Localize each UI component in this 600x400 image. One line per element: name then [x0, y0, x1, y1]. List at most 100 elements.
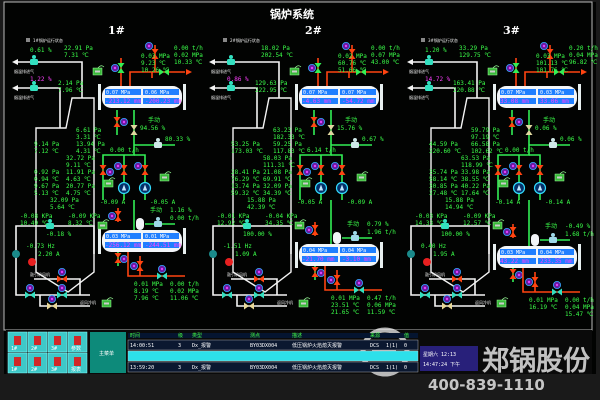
actuator-icon[interactable]	[157, 264, 166, 273]
lower-steam-valve[interactable]	[311, 225, 319, 235]
nav-button[interactable]: 3#	[47, 331, 68, 353]
actuator-icon[interactable]	[528, 161, 537, 170]
lock-button[interactable]	[103, 177, 116, 188]
nav-button[interactable]: 1#	[7, 331, 28, 353]
damper-valve[interactable]	[549, 138, 557, 148]
nav-button[interactable]: 2#	[27, 331, 48, 353]
actuator-icon[interactable]	[120, 118, 129, 127]
main-steam-valve[interactable]	[348, 49, 356, 59]
fan-valve[interactable]	[420, 291, 430, 299]
cooler-valve[interactable]	[244, 302, 254, 310]
fan-icon[interactable]	[209, 250, 217, 258]
steam-valve[interactable]	[314, 63, 322, 73]
pump-icon[interactable]	[138, 181, 152, 195]
actuator-icon[interactable]	[255, 283, 264, 292]
outlet-valve[interactable]	[354, 286, 364, 294]
steam-outlet-valve[interactable]	[159, 68, 169, 76]
actuator-icon[interactable]	[524, 277, 533, 286]
fan-motor-icon[interactable]	[28, 258, 36, 266]
pump-inlet-valve[interactable]	[494, 165, 502, 175]
actuator-icon[interactable]	[311, 161, 320, 170]
lock-button[interactable]	[498, 177, 511, 188]
pump-inlet-valve[interactable]	[515, 165, 523, 175]
actuator-icon[interactable]	[255, 267, 264, 276]
feed-control-valve[interactable]	[130, 125, 138, 135]
actuator-icon[interactable]	[420, 283, 429, 292]
actuator-icon[interactable]	[453, 283, 462, 292]
actuator-icon[interactable]	[25, 283, 34, 292]
nav-button[interactable]: 报表	[67, 352, 88, 374]
actuator-icon[interactable]	[58, 267, 67, 276]
lock-button[interactable]	[97, 219, 110, 230]
pump-icon[interactable]	[117, 181, 131, 195]
lock-button[interactable]	[492, 219, 505, 230]
actuator-icon[interactable]	[515, 270, 524, 279]
actuator-icon[interactable]	[317, 268, 326, 277]
actuator-icon[interactable]	[305, 225, 314, 234]
damper-valve[interactable]	[46, 219, 54, 229]
lock-button[interactable]	[300, 177, 313, 188]
fan-icon[interactable]	[12, 250, 20, 258]
damper-valve[interactable]	[425, 81, 433, 91]
drain-valve[interactable]	[508, 117, 516, 127]
actuator-icon[interactable]	[144, 42, 153, 51]
main-steam-valve[interactable]	[546, 49, 554, 59]
main-menu-button[interactable]: 主菜单	[90, 332, 126, 373]
steam-valve[interactable]	[117, 63, 125, 73]
actuator-icon[interactable]	[501, 167, 510, 176]
lock-button[interactable]	[496, 297, 509, 308]
steam-outlet-valve[interactable]	[554, 68, 564, 76]
pump-inlet-valve[interactable]	[536, 165, 544, 175]
lock-button[interactable]	[101, 297, 114, 308]
steam-valve[interactable]	[512, 63, 520, 73]
pump-inlet-valve[interactable]	[99, 165, 107, 175]
nav-button[interactable]: 2#	[27, 352, 48, 374]
main-steam-valve[interactable]	[151, 49, 159, 59]
actuator-icon[interactable]	[506, 64, 515, 73]
damper-valve[interactable]	[351, 138, 359, 148]
drain-valve[interactable]	[509, 269, 517, 279]
fan-motor-icon[interactable]	[423, 258, 431, 266]
actuator-icon[interactable]	[443, 294, 452, 303]
lock-button[interactable]	[289, 65, 302, 76]
damper-valve[interactable]	[30, 81, 38, 91]
fan-valve[interactable]	[222, 291, 232, 299]
lock-button[interactable]	[298, 297, 311, 308]
feed-control-valve[interactable]	[525, 125, 533, 135]
nav-button[interactable]: 1#	[7, 352, 28, 374]
actuator-icon[interactable]	[108, 211, 117, 220]
actuator-icon[interactable]	[222, 283, 231, 292]
actuator-icon[interactable]	[317, 118, 326, 127]
fan-valve[interactable]	[57, 275, 67, 283]
lock-button[interactable]	[92, 65, 105, 76]
actuator-icon[interactable]	[245, 294, 254, 303]
lower-steam-valve[interactable]	[509, 227, 517, 237]
damper-valve[interactable]	[154, 138, 162, 148]
nav-button[interactable]: 3#	[47, 352, 68, 374]
actuator-icon[interactable]	[341, 42, 350, 51]
pump-inlet-valve[interactable]	[338, 165, 346, 175]
feed-control-valve[interactable]	[327, 125, 335, 135]
actuator-icon[interactable]	[453, 267, 462, 276]
outlet-valve[interactable]	[333, 275, 341, 285]
fan-valve[interactable]	[254, 275, 264, 283]
damper-valve[interactable]	[243, 219, 251, 229]
actuator-icon[interactable]	[129, 261, 138, 270]
damper-valve[interactable]	[227, 55, 235, 65]
actuator-icon[interactable]	[515, 118, 524, 127]
actuator-icon[interactable]	[106, 167, 115, 176]
damper-valve[interactable]	[227, 81, 235, 91]
drain-valve[interactable]	[113, 117, 121, 127]
pump-inlet-valve[interactable]	[141, 165, 149, 175]
drain-valve[interactable]	[310, 117, 318, 127]
pump-icon[interactable]	[512, 181, 526, 195]
lock-button[interactable]	[356, 171, 369, 182]
cooler-valve[interactable]	[47, 302, 57, 310]
lock-button[interactable]	[294, 219, 307, 230]
outlet-valve[interactable]	[136, 261, 144, 271]
lock-button[interactable]	[554, 171, 567, 182]
actuator-icon[interactable]	[114, 161, 123, 170]
steam-outlet-valve[interactable]	[356, 68, 366, 76]
